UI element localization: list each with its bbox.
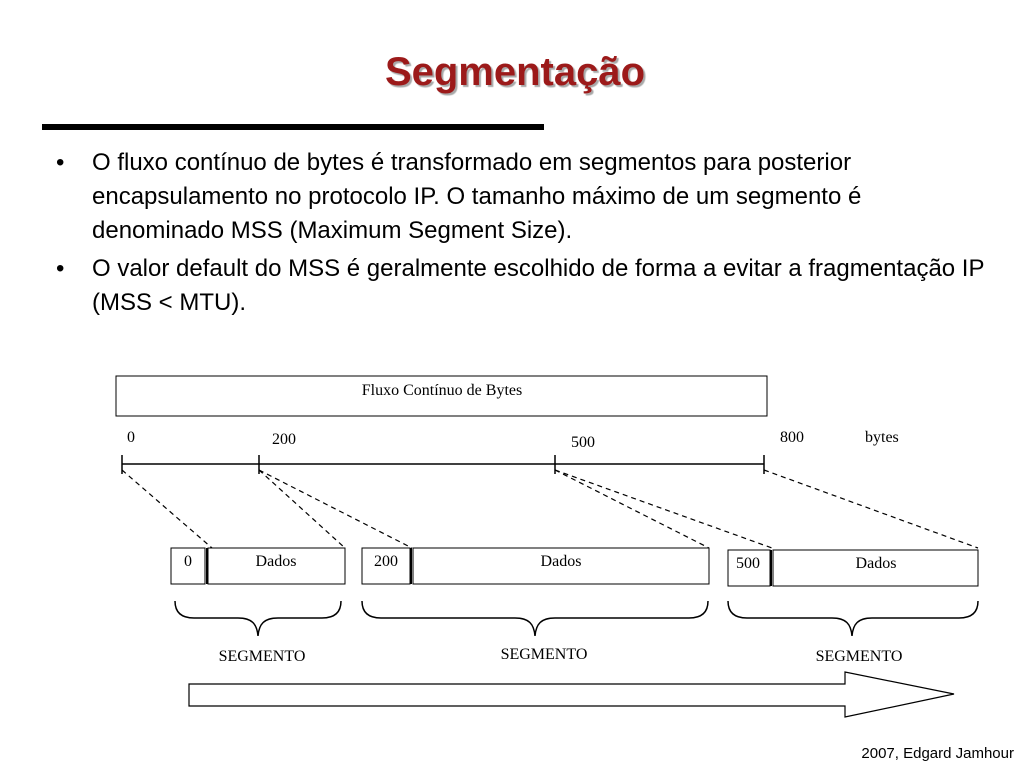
flow-arrow: [188, 671, 955, 718]
bullet-text: O valor default do MSS é geralmente esco…: [92, 255, 985, 316]
slide-title: Segmentação: [384, 50, 646, 94]
segment-header-box: [727, 549, 771, 587]
offset-label-0: 0: [127, 429, 135, 446]
offset-label-500: 500: [571, 434, 595, 451]
segment-data-label: Dados: [256, 553, 297, 570]
segment-caption: SEGMENTO: [501, 646, 588, 663]
segment-caption: SEGMENTO: [219, 648, 306, 665]
byte-axis: [121, 455, 765, 474]
bullet-list: • O fluxo contínuo de bytes é transforma…: [56, 146, 986, 324]
byte-stream-label: Fluxo Contínuo de Bytes: [362, 382, 522, 399]
unit-label: bytes: [865, 429, 899, 446]
offset-label-800: 800: [780, 429, 804, 446]
segment-block: 0 Dados: [170, 547, 346, 585]
segment-caption: SEGMENTO: [816, 648, 903, 665]
byte-stream-box: [115, 375, 768, 417]
bullet-item: • O valor default do MSS é geralmente es…: [56, 252, 986, 320]
segment-data-box: [412, 547, 710, 585]
bullet-marker: •: [56, 255, 65, 282]
footer-credit: 2007, Edgard Jamhour: [861, 745, 1014, 762]
bullet-marker: •: [56, 149, 65, 176]
segment-offset-label: 0: [184, 553, 192, 570]
segment-offset-label: 500: [736, 555, 760, 572]
bullet-text: O fluxo contínuo de bytes é transformado…: [92, 149, 862, 244]
segment-data-box: [207, 547, 346, 585]
segment-block: 500 Dados: [727, 549, 979, 587]
segment-data-box: [772, 549, 979, 587]
offset-label-200: 200: [272, 431, 296, 448]
segment-header-box: [361, 547, 411, 585]
segment-header-box: [170, 547, 206, 585]
segment-block: 200 Dados: [361, 547, 710, 585]
segment-braces: [174, 600, 979, 637]
projection-lines: [121, 469, 979, 549]
segment-data-label: Dados: [541, 553, 582, 570]
bullet-item: • O fluxo contínuo de bytes é transforma…: [56, 146, 986, 248]
title-underline: [42, 124, 544, 130]
segment-offset-label: 200: [374, 553, 398, 570]
segment-data-label: Dados: [856, 555, 897, 572]
